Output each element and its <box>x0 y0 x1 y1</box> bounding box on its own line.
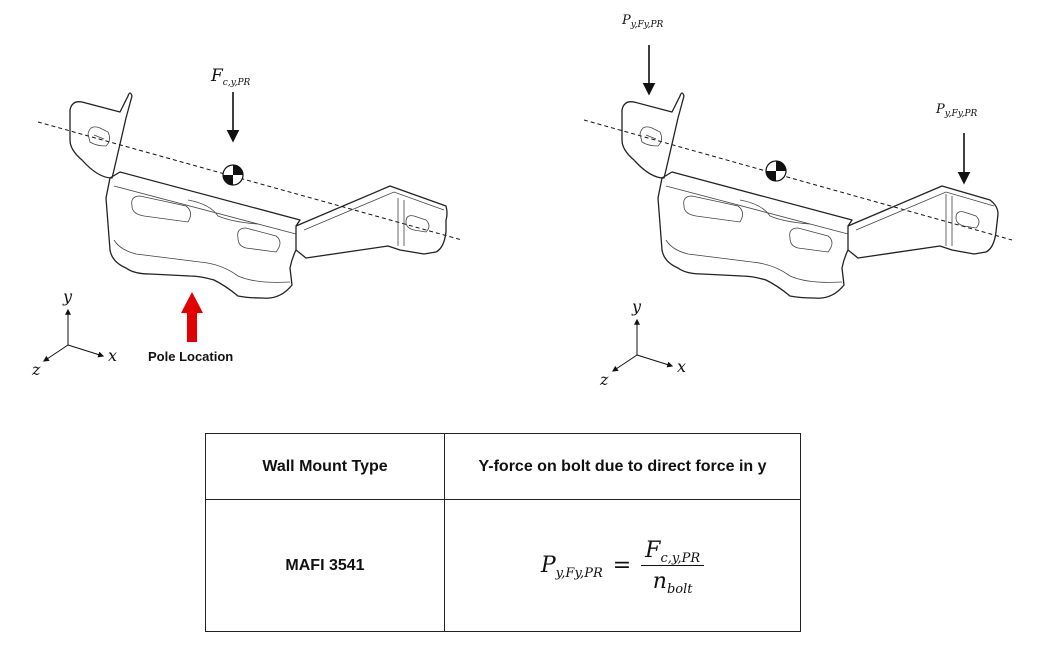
right-load-label-left: Py,Fy,PR <box>621 13 664 30</box>
left-axis-x-label: x <box>108 346 117 365</box>
left-axis-y-label: y <box>62 287 73 306</box>
right-bracket-view: Py,Fy,PR Py,Fy,PR y x z <box>583 13 1013 389</box>
right-axes-triad: y x z <box>599 297 686 389</box>
cell-formula: Py,Fy,PR = Fc,y,PR nbolt <box>444 499 801 632</box>
table-row: MAFI 3541 Py,Fy,PR = Fc,y,PR nbolt <box>205 499 801 632</box>
cell-mount-type: MAFI 3541 <box>205 499 445 632</box>
left-bracket-view: Fc,y,PR Pole Location y x z <box>31 66 463 379</box>
pole-location-arrow <box>181 292 203 342</box>
pole-location-label: Pole Location <box>148 349 233 364</box>
left-axes-triad: y x z <box>31 287 117 379</box>
left-cg-marker <box>222 164 244 186</box>
header-wall-mount-type: Wall Mount Type <box>205 433 445 500</box>
right-bracket-arm-right <box>847 185 999 259</box>
right-bracket-body <box>657 171 853 299</box>
right-axis-y-label: y <box>631 297 642 316</box>
header-y-force: Y-force on bolt due to direct force in y <box>444 433 801 500</box>
bolt-force-table: Wall Mount Type Y-force on bolt due to d… <box>205 433 801 632</box>
right-centerline <box>583 119 1013 241</box>
right-axis-x-label: x <box>677 357 686 376</box>
left-bracket-body <box>105 171 301 299</box>
table-header-row: Wall Mount Type Y-force on bolt due to d… <box>205 433 801 500</box>
left-bracket-arm-right <box>295 185 448 259</box>
right-cg-marker <box>765 160 787 182</box>
right-bracket-tab-left <box>621 92 685 179</box>
bolt-force-formula: Py,Fy,PR = Fc,y,PR nbolt <box>541 538 705 597</box>
left-force-label: Fc,y,PR <box>210 66 251 88</box>
right-axis-z-label: z <box>599 370 609 389</box>
left-axis-z-label: z <box>31 360 41 379</box>
right-load-label-right: Py,Fy,PR <box>935 102 978 119</box>
left-bracket-tab-left <box>69 92 133 179</box>
